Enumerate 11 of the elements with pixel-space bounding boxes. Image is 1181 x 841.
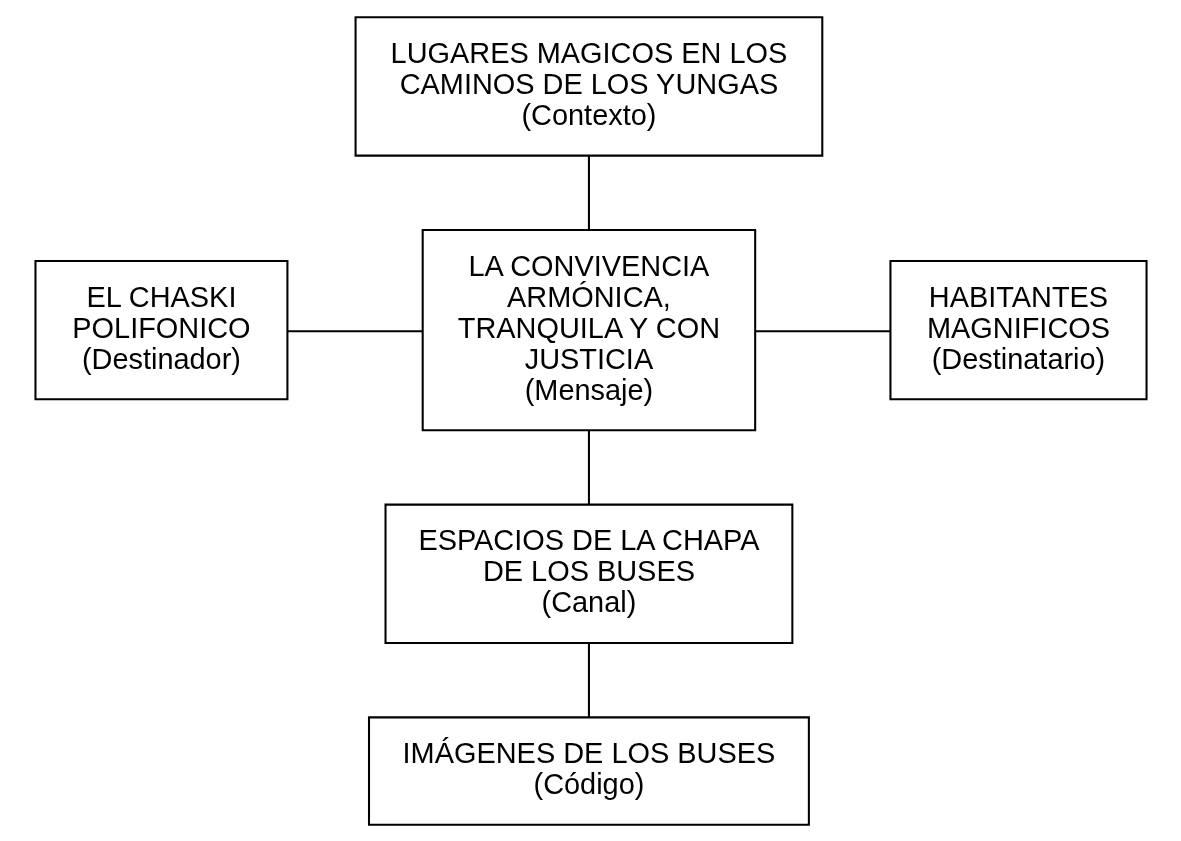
connector [587,430,590,504]
node-box: LA CONVIVENCIA ARMÓNICA, TRANQUILA Y CON JUSTICIA (Mensaje) [421,228,756,431]
node-box: HABITANTES MAGNIFICOS (Destinatario) [888,259,1148,400]
connector [755,329,890,332]
node-box: LUGARES MAGICOS EN LOS CAMINOS DE LOS YUNGAS (Contexto) [354,15,823,157]
connector [287,329,422,332]
connector [587,155,590,229]
node-box: EL CHASKI POLIFONICO (Destinador) [33,259,288,400]
node-box: ESPACIOS DE LA CHAPA DE LOS BUSES (Canal) [384,503,793,644]
node-box: IMÁGENES DE LOS BUSES (Código) [367,715,810,826]
connector [587,642,590,717]
